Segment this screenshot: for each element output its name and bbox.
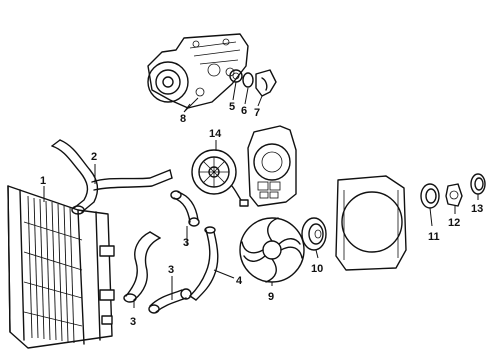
o-ring xyxy=(242,72,254,88)
upper-radiator-hose xyxy=(51,139,173,215)
callout-13: 13 xyxy=(471,203,483,215)
leader-lines xyxy=(43,81,479,308)
radiator-cap xyxy=(470,173,486,195)
callout-2: 2 xyxy=(91,151,97,163)
callout-3-lower-left: 3 xyxy=(130,316,136,328)
callout-3-upper: 3 xyxy=(183,237,189,249)
coolant-pipe xyxy=(189,226,219,301)
lower-hose-middle xyxy=(148,288,192,314)
callout-14: 14 xyxy=(209,128,222,140)
drain-plug xyxy=(445,183,463,207)
water-pump-assembly xyxy=(147,33,249,109)
callout-8: 8 xyxy=(180,113,186,125)
thermostat-housing xyxy=(255,69,277,97)
fan-motor xyxy=(191,149,249,207)
cooling-fan xyxy=(239,217,305,283)
callout-5: 5 xyxy=(229,101,235,113)
callout-7: 7 xyxy=(254,107,260,119)
fan-clutch xyxy=(301,217,327,251)
callout-10: 10 xyxy=(311,263,323,275)
callout-9: 9 xyxy=(268,291,274,303)
callout-4: 4 xyxy=(236,275,243,287)
bypass-hose xyxy=(170,190,200,227)
callout-6: 6 xyxy=(241,105,247,117)
radiator xyxy=(7,185,115,349)
callout-12: 12 xyxy=(448,217,460,229)
upper-fan-shroud xyxy=(247,125,297,207)
callout-3-lower-middle: 3 xyxy=(168,264,174,276)
seal xyxy=(420,183,440,209)
callout-11: 11 xyxy=(428,231,440,243)
fan-shroud xyxy=(335,175,407,271)
lower-hose-left xyxy=(123,231,161,303)
callout-1: 1 xyxy=(40,175,46,187)
